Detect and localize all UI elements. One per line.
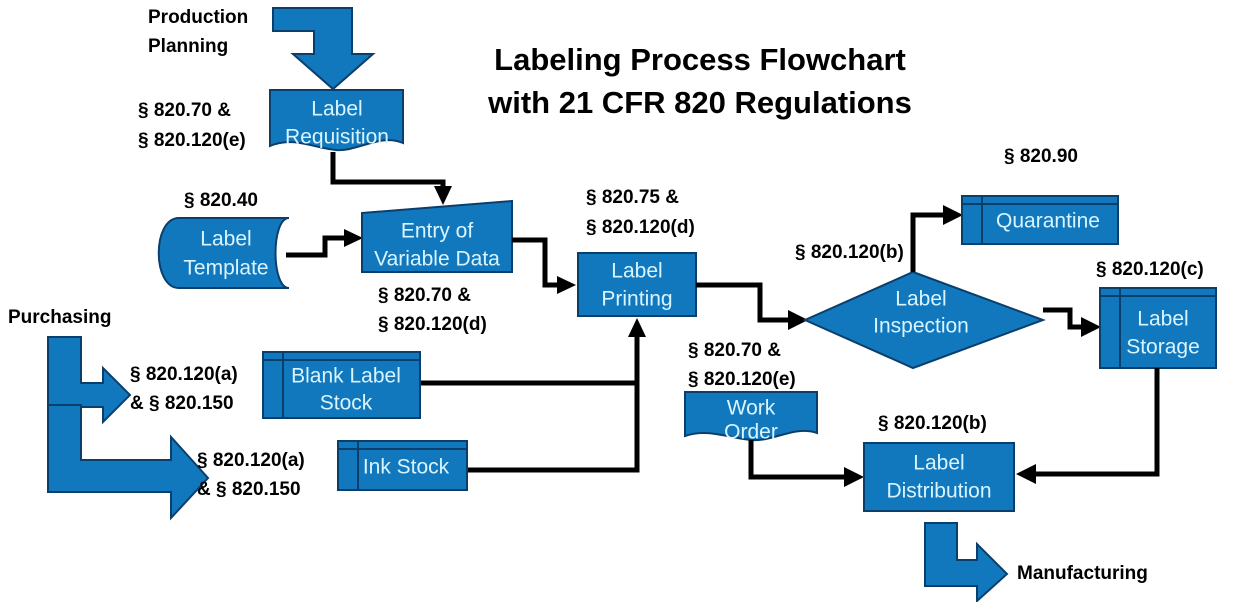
work-order-line2: Order xyxy=(724,421,778,444)
connector-entry-to-printing xyxy=(512,237,562,288)
reg-blank-label-stock-line2: & § 820.150 xyxy=(130,393,234,414)
connector-requisition-to-entry xyxy=(330,152,446,192)
external-label-purchasing: Purchasing xyxy=(8,307,111,328)
node-entry-of-variable-data[interactable]: Entry of Variable Data xyxy=(361,199,513,273)
reg-quarantine-line1: § 820.90 xyxy=(1004,146,1078,167)
reg-label-distribution: § 820.120(b) xyxy=(878,413,987,434)
entry-of-variable-data-line2: Variable Data xyxy=(374,248,500,271)
production-planning-line2: Planning xyxy=(148,36,228,57)
connector-blank-stock-to-printing-head xyxy=(628,318,646,337)
reg-quarantine: § 820.90 xyxy=(1004,146,1078,167)
quarantine-line1: Quarantine xyxy=(996,210,1100,233)
reg-ink-stock-line2: & § 820.150 xyxy=(197,479,301,500)
label-requisition-line1: Label xyxy=(311,98,362,121)
node-work-order[interactable]: Work Order xyxy=(684,391,818,444)
purchasing-arrow-lower xyxy=(47,404,210,521)
node-label-storage[interactable]: Label Storage xyxy=(1099,287,1217,369)
reg-label-requisition: § 820.70 & § 820.120(e) xyxy=(138,100,246,151)
external-label-production-planning: Production Planning xyxy=(148,7,248,57)
label-inspection-line2: Inspection xyxy=(873,315,969,338)
connector-inspection-to-quarantine xyxy=(910,212,948,272)
connector-inspection-to-quarantine-head xyxy=(943,205,963,225)
node-label-requisition[interactable]: Label Requisition xyxy=(269,89,404,152)
reg-label-template: § 820.40 xyxy=(184,190,258,211)
manufacturing-line1: Manufacturing xyxy=(1017,563,1148,584)
connector-ink-stock-to-printing xyxy=(467,333,640,473)
label-printing-line2: Printing xyxy=(601,288,672,311)
node-quarantine[interactable]: Quarantine xyxy=(961,195,1119,245)
connector-template-to-entry xyxy=(286,235,350,258)
connector-storage-to-distribution xyxy=(1031,368,1160,477)
label-inspection-shape xyxy=(802,270,1046,370)
label-storage-line1: Label xyxy=(1137,308,1188,331)
connector-workorder-to-distribution xyxy=(748,440,848,480)
label-storage-line2: Storage xyxy=(1126,336,1200,359)
connector-storage-to-distribution-head xyxy=(1016,464,1036,484)
reg-label-printing-line1: § 820.75 & xyxy=(586,187,679,208)
reg-label-inspection-line1: § 820.120(b) xyxy=(795,242,904,263)
chart-title-line1: Labeling Process Flowchart xyxy=(494,42,906,77)
connector-requisition-to-entry-head xyxy=(434,186,452,205)
reg-work-order-line2: § 820.120(e) xyxy=(688,369,796,390)
label-distribution-line2: Distribution xyxy=(886,480,991,503)
reg-label-inspection: § 820.120(b) xyxy=(795,242,904,263)
ink-stock-line1: Ink Stock xyxy=(363,456,450,479)
connector-workorder-to-distribution-head xyxy=(844,467,864,487)
connector-printing-to-inspection-head xyxy=(788,310,808,330)
reg-label-requisition-line2: § 820.120(e) xyxy=(138,130,246,151)
label-printing-line1: Label xyxy=(611,260,662,283)
reg-entry-variable-data: § 820.70 & § 820.120(d) xyxy=(378,285,487,335)
reg-entry-variable-data-line2: § 820.120(d) xyxy=(378,314,487,335)
node-ink-stock[interactable]: Ink Stock xyxy=(337,440,468,491)
reg-label-storage: § 820.120(c) xyxy=(1096,259,1204,280)
connector-template-to-entry-head xyxy=(344,229,363,247)
external-label-manufacturing: Manufacturing xyxy=(1017,563,1148,584)
reg-label-storage-line1: § 820.120(c) xyxy=(1096,259,1204,280)
entry-of-variable-data-shape xyxy=(361,199,513,273)
reg-label-distribution-line1: § 820.120(b) xyxy=(878,413,987,434)
connector-printing-to-inspection xyxy=(696,282,793,323)
label-requisition-shape xyxy=(269,89,404,152)
connector-entry-to-printing-head xyxy=(557,276,576,294)
production-planning-line1: Production xyxy=(148,7,248,28)
reg-label-template-line1: § 820.40 xyxy=(184,190,258,211)
reg-ink-stock-line1: § 820.120(a) xyxy=(197,450,305,471)
label-inspection-line1: Label xyxy=(895,288,946,311)
blank-label-stock-shape xyxy=(262,351,421,419)
entry-of-variable-data-line1: Entry of xyxy=(401,220,474,243)
chart-title-line2: with 21 CFR 820 Regulations xyxy=(487,85,912,120)
purchasing-line1: Purchasing xyxy=(8,307,111,328)
node-label-inspection[interactable]: Label Inspection xyxy=(802,270,1046,370)
label-distribution-shape xyxy=(863,442,1015,512)
connector-blank-stock-to-printing xyxy=(420,333,640,386)
node-label-distribution[interactable]: Label Distribution xyxy=(863,442,1015,512)
reg-blank-label-stock-line1: § 820.120(a) xyxy=(130,364,238,385)
manufacturing-arrow xyxy=(924,522,1009,602)
node-label-template[interactable]: Label Template xyxy=(157,217,290,289)
connector-inspection-to-storage-head xyxy=(1081,317,1101,337)
reg-ink-stock: § 820.120(a) & § 820.150 xyxy=(197,450,305,500)
node-blank-label-stock[interactable]: Blank Label Stock xyxy=(262,351,421,419)
blank-label-stock-line2: Stock xyxy=(320,392,373,415)
reg-label-printing: § 820.75 & § 820.120(d) xyxy=(586,187,695,238)
node-label-printing[interactable]: Label Printing xyxy=(577,252,697,317)
reg-label-requisition-line1: § 820.70 & xyxy=(138,100,231,121)
reg-blank-label-stock: § 820.120(a) & § 820.150 xyxy=(130,364,238,414)
reg-work-order: § 820.70 & § 820.120(e) xyxy=(688,340,796,390)
production-planning-arrow xyxy=(272,7,376,91)
label-distribution-line1: Label xyxy=(913,452,964,475)
reg-entry-variable-data-line1: § 820.70 & xyxy=(378,285,471,306)
label-template-line2: Template xyxy=(183,257,268,280)
reg-work-order-line1: § 820.70 & xyxy=(688,340,781,361)
blank-label-stock-line1: Blank Label xyxy=(291,365,401,388)
label-printing-shape xyxy=(577,252,697,317)
label-template-shape xyxy=(157,217,290,289)
label-template-line1: Label xyxy=(200,228,251,251)
label-requisition-line2: Requisition xyxy=(285,126,389,149)
reg-label-printing-line2: § 820.120(d) xyxy=(586,217,695,238)
chart-title: Labeling Process Flowchart with 21 CFR 8… xyxy=(487,42,912,120)
connector-inspection-to-storage xyxy=(1043,307,1086,330)
work-order-line1: Work xyxy=(727,397,776,420)
